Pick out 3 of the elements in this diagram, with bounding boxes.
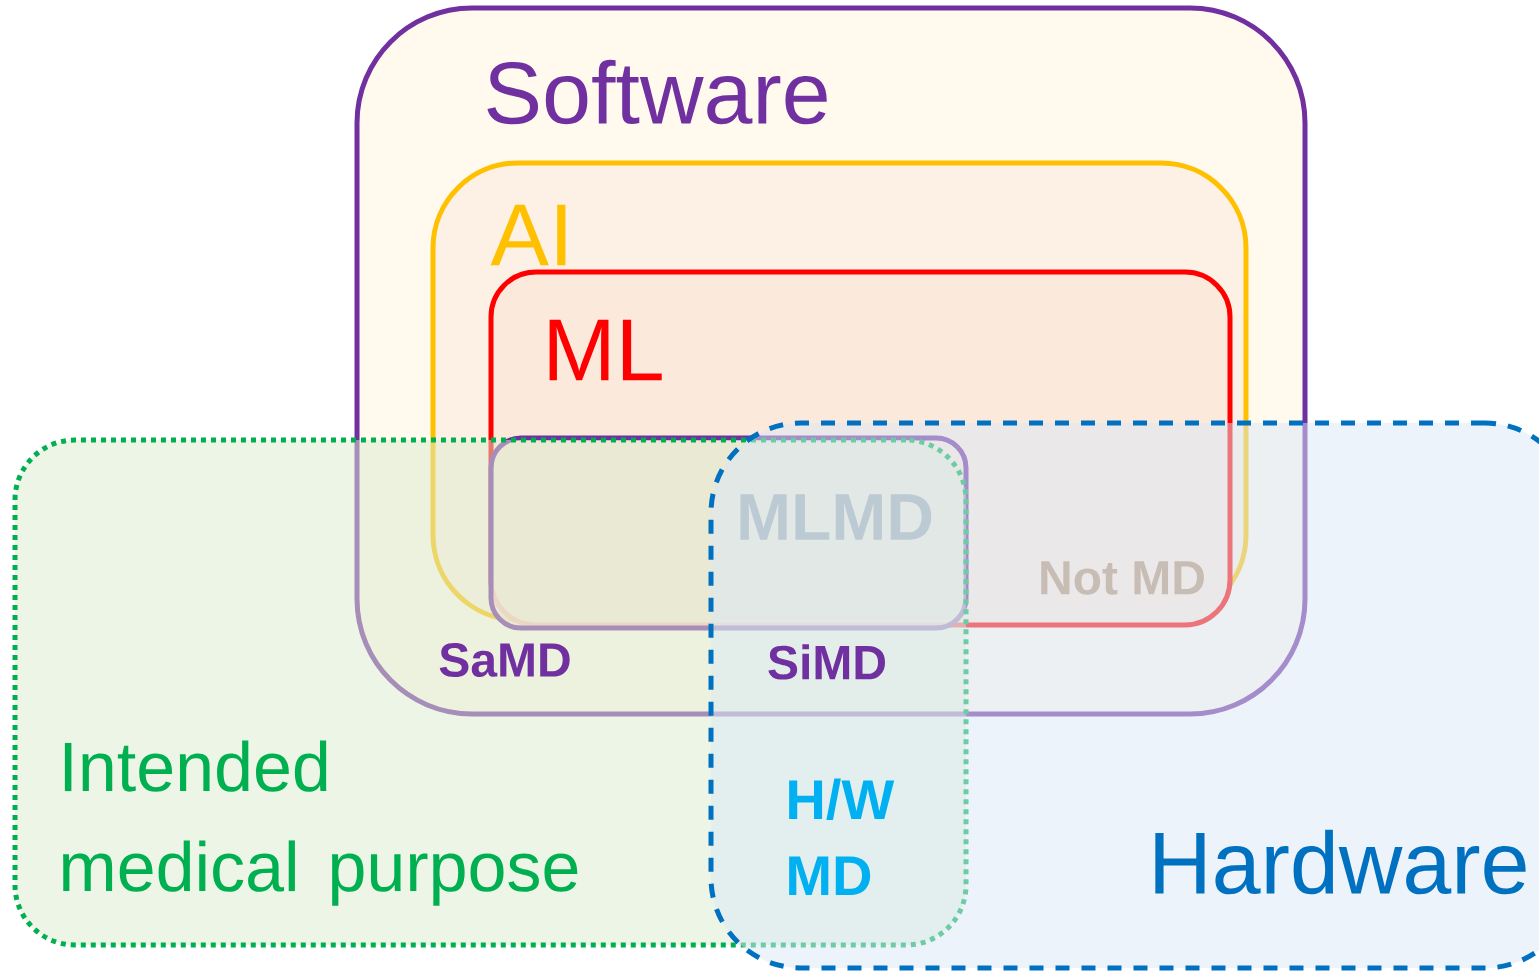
region-label: SiMD — [768, 644, 885, 680]
region-label: SaMD — [439, 643, 570, 677]
region-label: H/W MD — [789, 778, 895, 895]
